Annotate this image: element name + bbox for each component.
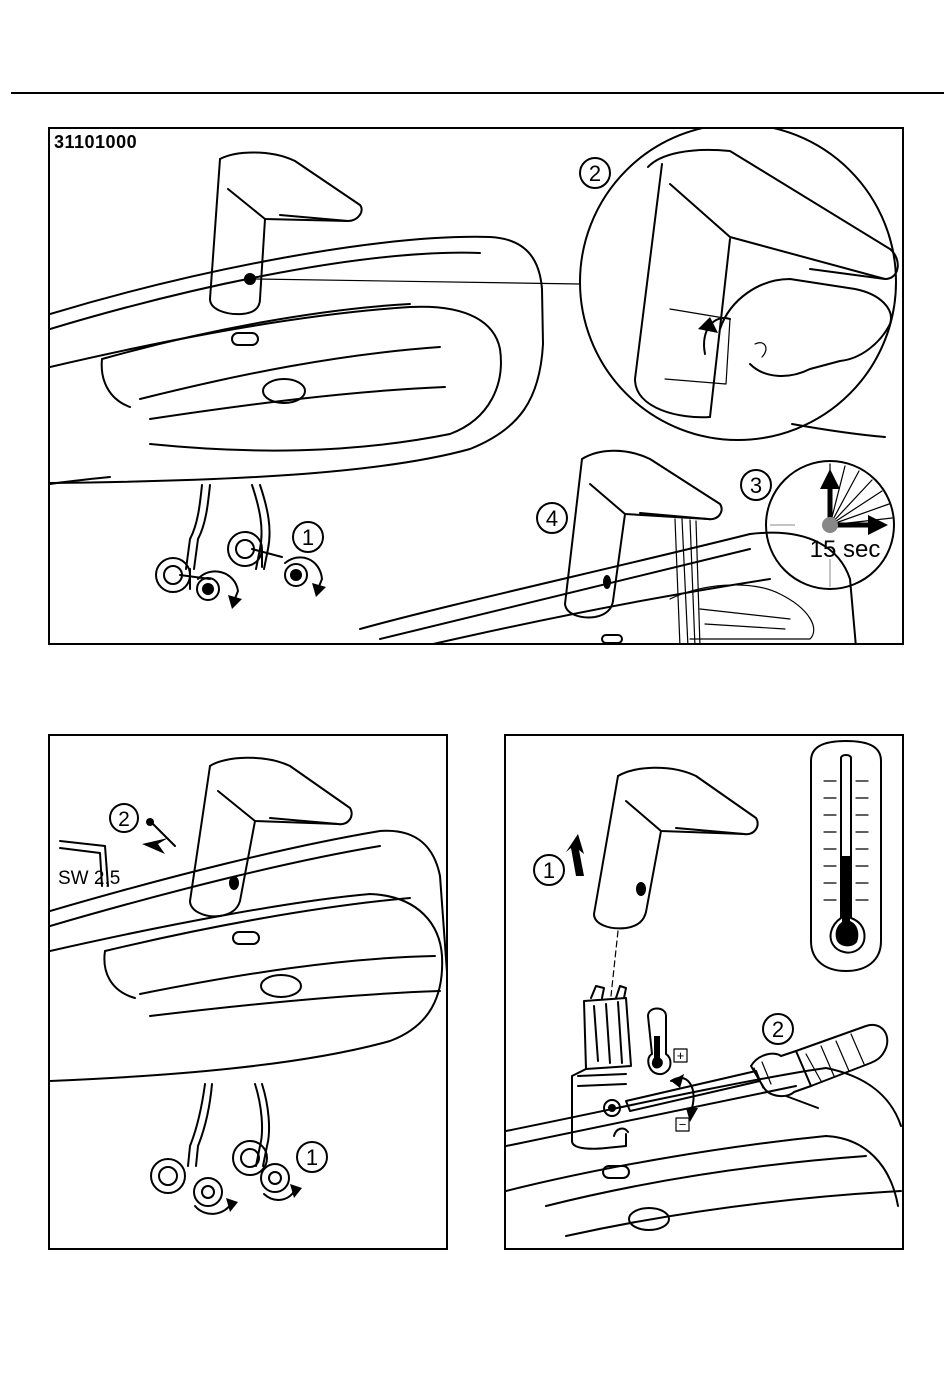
timer-label: 15 sec <box>810 536 881 563</box>
minus-symbol: − <box>679 1117 687 1132</box>
svg-text:3: 3 <box>750 473 762 498</box>
svg-text:1: 1 <box>302 525 314 550</box>
step-2-badge: 2 <box>580 158 610 188</box>
svg-text:2: 2 <box>589 161 601 186</box>
step-4-badge: 4 <box>537 503 567 533</box>
svg-text:1: 1 <box>543 858 555 883</box>
tool-label: SW 2,5 <box>58 868 120 889</box>
step-2-badge: 2 <box>763 1014 793 1044</box>
installation-panel-bottom-left: SW 2,5 2 1 <box>48 734 448 1250</box>
svg-text:1: 1 <box>306 1145 318 1170</box>
step-1-badge: 1 <box>534 855 564 885</box>
thermometer-icon <box>811 741 881 971</box>
bottom-right-illustration: 1 + − 2 <box>506 736 904 1250</box>
svg-text:4: 4 <box>546 506 558 531</box>
svg-text:2: 2 <box>118 808 130 831</box>
top-illustration: 1 2 <box>50 129 904 645</box>
svg-text:2: 2 <box>772 1017 784 1042</box>
header-rule <box>11 92 944 94</box>
plus-symbol: + <box>677 1048 685 1063</box>
installation-panel-top: 31101000 1 <box>48 127 904 645</box>
clock-icon: 15 sec <box>766 461 894 589</box>
step-1-badge: 1 <box>293 522 323 552</box>
step-3-badge: 3 <box>741 470 771 500</box>
arrow-up-icon <box>566 834 584 876</box>
installation-panel-bottom-right: 1 + − 2 <box>504 734 904 1250</box>
step-2-badge: 2 <box>110 804 138 832</box>
hex-key-icon: SW 2,5 <box>58 841 120 889</box>
bottom-left-illustration: SW 2,5 2 1 <box>50 736 448 1250</box>
step-1-badge: 1 <box>297 1142 327 1172</box>
